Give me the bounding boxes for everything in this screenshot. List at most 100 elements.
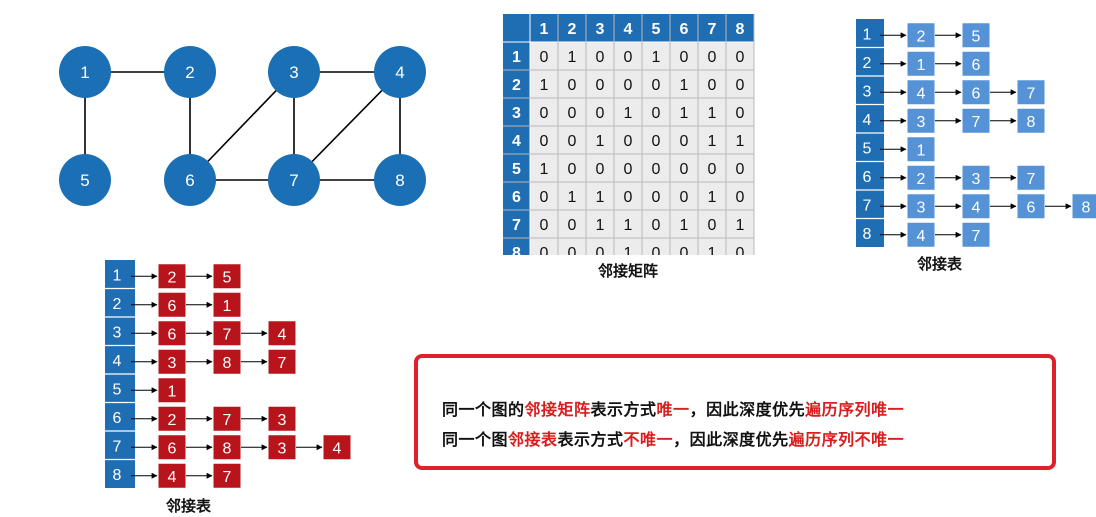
note-line-1: 同一个图的邻接矩阵表示方式唯一，因此深度优先遍历序列唯一	[442, 396, 904, 420]
note-highlight: 遍历序列唯一	[805, 400, 905, 419]
matrix-cell: 0	[624, 133, 633, 150]
matrix-col-header: 6	[680, 21, 689, 38]
matrix-row-header: 4	[512, 133, 521, 150]
blue-list-node-box	[906, 221, 936, 248]
red-list-head-label: 4	[113, 353, 122, 370]
matrix-cell: 0	[708, 161, 717, 178]
red-list-head-label: 8	[113, 467, 122, 484]
blue-list-node-label: 2	[917, 28, 926, 45]
matrix-header-col	[503, 14, 530, 255]
matrix-cell: 0	[680, 161, 689, 178]
red-list-node-box	[157, 377, 187, 404]
red-list-node-label: 1	[168, 383, 177, 400]
blue-list-node-box	[1016, 193, 1046, 220]
matrix-cell: 1	[708, 245, 717, 255]
matrix-cell: 0	[736, 77, 745, 94]
graph-node-7: 7	[268, 154, 320, 206]
matrix-cell: 0	[596, 161, 605, 178]
matrix-cell: 1	[568, 189, 577, 206]
matrix-cell: 0	[652, 77, 661, 94]
red-list-node-label: 2	[168, 412, 177, 429]
matrix-row-header: 3	[512, 105, 521, 122]
note-text: ，因此深度优先	[689, 400, 806, 419]
blue-list-node-box	[1016, 79, 1046, 106]
graph-node-1: 1	[59, 46, 111, 98]
matrix-cell: 0	[596, 245, 605, 255]
red-list-node-label: 8	[223, 440, 232, 457]
blue-list-node-label: 7	[972, 228, 981, 245]
graph-node-label: 6	[185, 171, 194, 190]
graph-node-8: 8	[374, 154, 426, 206]
matrix-cell: 0	[540, 49, 549, 66]
blue-list-node-label: 7	[1027, 85, 1036, 102]
red-list-node-box	[212, 320, 242, 347]
matrix-col-header: 3	[596, 21, 605, 38]
blue-list-node-label: 3	[917, 199, 926, 216]
matrix-cell: 0	[540, 105, 549, 122]
graph-node-4: 4	[374, 46, 426, 98]
note-highlight: 唯一	[656, 400, 690, 419]
matrix-caption: 邻接矩阵	[598, 262, 659, 280]
blue-list-node-label: 4	[917, 228, 926, 245]
matrix-cell: 0	[652, 161, 661, 178]
red-list-node-box	[267, 405, 297, 432]
red-list-head-label: 2	[113, 296, 122, 313]
blue-list-node-box	[906, 136, 936, 163]
note-highlight: 邻接矩阵	[524, 400, 591, 419]
note-highlight: 遍历序列不唯一	[788, 430, 905, 449]
matrix-cell: 0	[624, 77, 633, 94]
matrix-col-header: 5	[652, 21, 661, 38]
matrix-cell: 0	[652, 105, 661, 122]
matrix-cell: 1	[540, 161, 549, 178]
blue-list-node-label: 5	[972, 28, 981, 45]
matrix-row-header: 6	[512, 189, 521, 206]
red-list-node-label: 4	[278, 326, 287, 343]
note-line-2: 同一个图邻接表表示方式不唯一，因此深度优先遍历序列不唯一	[442, 426, 904, 450]
matrix-cell: 1	[568, 49, 577, 66]
red-list-node-label: 8	[223, 355, 232, 372]
matrix-cell: 0	[708, 49, 717, 66]
blue-list-node-label: 7	[1027, 171, 1036, 188]
matrix-cell: 0	[736, 49, 745, 66]
matrix-cell: 0	[540, 245, 549, 255]
matrix-cell: 0	[652, 133, 661, 150]
matrix-cell: 0	[680, 245, 689, 255]
graph-node-label: 5	[80, 171, 89, 190]
matrix-cell: 0	[568, 77, 577, 94]
note-text: 表示方式	[590, 400, 657, 419]
matrix-cell: 0	[736, 189, 745, 206]
blue-list-node-box	[1071, 193, 1096, 220]
note-text: 同一个图的	[442, 400, 525, 419]
matrix-cell: 0	[568, 161, 577, 178]
red-list-node-box	[267, 320, 297, 347]
matrix-cell: 1	[736, 133, 745, 150]
matrix-cell: 1	[708, 133, 717, 150]
red-list-node-label: 6	[168, 298, 177, 315]
matrix-cell: 0	[568, 133, 577, 150]
matrix-col-header: 8	[736, 21, 745, 38]
matrix-col-header: 7	[708, 21, 717, 38]
matrix-cell: 0	[708, 77, 717, 94]
blue-list-node-label: 8	[1082, 199, 1091, 216]
red-list-node-box	[212, 263, 242, 290]
matrix-cell: 0	[680, 133, 689, 150]
note-box: 同一个图的邻接矩阵表示方式唯一，因此深度优先遍历序列唯一 同一个图邻接表表示方式…	[414, 354, 1056, 470]
matrix-col-header: 4	[624, 21, 633, 38]
red-list-node-box	[157, 348, 187, 375]
blue-list-node-label: 3	[972, 171, 981, 188]
red-list-node-box	[267, 348, 297, 375]
red-list-node-box	[212, 348, 242, 375]
matrix-row-header: 7	[512, 217, 521, 234]
matrix-cell: 0	[624, 161, 633, 178]
matrix-cell: 0	[652, 189, 661, 206]
matrix-cell: 1	[624, 105, 633, 122]
matrix-cell: 1	[680, 217, 689, 234]
matrix-col-header: 2	[568, 21, 577, 38]
matrix-cell: 0	[540, 217, 549, 234]
red-list-node-box	[267, 434, 297, 461]
blue-list-node-box	[961, 164, 991, 191]
blue-list-head-label: 3	[863, 83, 872, 100]
blue-list-node-label: 1	[917, 142, 926, 159]
blue-list-head-label: 8	[863, 226, 872, 243]
